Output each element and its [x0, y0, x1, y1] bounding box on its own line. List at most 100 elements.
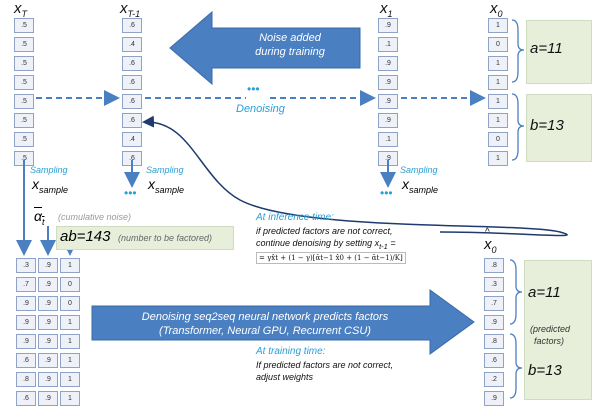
cell-x0-5: 1	[488, 113, 508, 128]
cell-pred-4: .8	[484, 334, 504, 349]
cell-left_a-6: .8	[16, 372, 36, 387]
cell-pred-6: .2	[484, 372, 504, 387]
cell-pred-5: .6	[484, 353, 504, 368]
diagram-overlay	[16, 10, 568, 399]
cell-left_c-1: 0	[60, 277, 80, 292]
cell-left_a-1: .7	[16, 277, 36, 292]
cell-x0-7: 1	[488, 151, 508, 166]
training-line2: adjust weights	[256, 372, 314, 382]
label-pred-a: a=11	[528, 284, 561, 301]
xsample-xT: xsample	[32, 176, 69, 195]
cell-xT1-0: .6	[122, 18, 142, 33]
dots-xT1: •••	[124, 186, 137, 200]
cell-x0-4: 1	[488, 94, 508, 109]
cell-pred-1: .3	[484, 277, 504, 292]
cell-left_b-2: .9	[38, 296, 58, 311]
brace-b	[511, 93, 525, 161]
label-a: a=11	[530, 40, 563, 57]
dots-mid: •••	[247, 82, 260, 96]
column-x1: .9.1.9.9.9.9.1.9	[378, 18, 398, 170]
header-x1: x1	[380, 0, 393, 19]
cell-x1-0: .9	[378, 18, 398, 33]
cell-left_c-4: 1	[60, 334, 80, 349]
predicted-label-box	[524, 260, 592, 400]
cell-x0-2: 1	[488, 56, 508, 71]
cell-xT1-6: .4	[122, 132, 142, 147]
label-predicted: (predicted	[530, 324, 571, 334]
column-predicted: .8.3.7.9.8.6.2.9	[484, 258, 504, 410]
column-x0: 1 0 1 1 1 1 0 1	[488, 18, 508, 170]
label-b: b=13	[530, 117, 564, 134]
cell-left_a-5: .6	[16, 353, 36, 368]
header-x0: x0	[490, 0, 503, 19]
cell-left_c-6: 1	[60, 372, 80, 387]
training-line1: If predicted factors are not correct,	[256, 360, 394, 370]
cell-x0-0: 1	[488, 18, 508, 33]
cell-xT1-1: .4	[122, 37, 142, 52]
cell-left_b-6: .9	[38, 372, 58, 387]
cell-left_b-5: .9	[38, 353, 58, 368]
inference-title: At inference time:	[256, 212, 334, 223]
inference-formula: = γx̂t + (1 − γ)[ᾱt−1 x̂0 + (1 − ᾱt−1)/K…	[256, 252, 406, 264]
cell-xT1-2: .6	[122, 56, 142, 71]
cell-left_c-3: 1	[60, 315, 80, 330]
label-pred-b: b=13	[528, 362, 562, 379]
cell-xT1-4: .6	[122, 94, 142, 109]
xsample-xT1: xsample	[148, 176, 185, 195]
brace-a	[511, 19, 525, 83]
cell-x0-1: 0	[488, 37, 508, 52]
cell-x1-1: .1	[378, 37, 398, 52]
cell-left_b-3: .9	[38, 315, 58, 330]
network-arrow-text: Denoising seq2seq neural network predict…	[141, 311, 389, 337]
label-factors: factors)	[534, 336, 565, 346]
denoising-label: Denoising	[236, 103, 285, 115]
cell-left_a-3: .9	[16, 315, 36, 330]
cell-pred-3: .9	[484, 315, 504, 330]
column-xT: .5.5.5.5.5.5.5.5	[14, 18, 34, 170]
a-label-box	[526, 20, 592, 84]
inference-line1: if predicted factors are not correct,	[256, 226, 393, 236]
sampling-label-x1: Sampling	[400, 165, 438, 175]
cell-left_c-5: 1	[60, 353, 80, 368]
cell-x1-6: .1	[378, 132, 398, 147]
cell-xT-0: .5	[14, 18, 34, 33]
cell-x1-2: .9	[378, 56, 398, 71]
header-xT-1: xT-1	[120, 0, 141, 19]
cell-xT-4: .5	[14, 94, 34, 109]
b-label-box	[526, 94, 592, 162]
cell-xT1-5: .6	[122, 113, 142, 128]
noise-arrow	[169, 10, 361, 86]
sampling-label-xT: Sampling	[30, 165, 68, 175]
alpha-symbol: αt	[34, 208, 45, 227]
column-xT-1: .6 .4 .6 .6 .6 .6 .4 .6	[122, 18, 142, 170]
cell-left_a-2: .9	[16, 296, 36, 311]
cell-left_b-0: .9	[38, 258, 58, 273]
sampling-label-xT1: Sampling	[146, 165, 184, 175]
cell-left_a-0: .3	[16, 258, 36, 273]
header-x0-hat: x^0	[484, 227, 497, 255]
brace-pred-b	[509, 333, 523, 399]
cell-xT-6: .5	[14, 132, 34, 147]
cell-pred-0: .8	[484, 258, 504, 273]
cell-left_c-2: 0	[60, 296, 80, 311]
cell-left_b-1: .9	[38, 277, 58, 292]
dots-x1: •••	[380, 186, 393, 200]
ab-box	[56, 226, 234, 250]
cell-x1-5: .9	[378, 113, 398, 128]
cell-xT-2: .5	[14, 56, 34, 71]
cell-left_b-4: .9	[38, 334, 58, 349]
cell-x1-3: .9	[378, 75, 398, 90]
brace-pred-a	[509, 259, 523, 325]
xsample-x1: xsample	[402, 176, 439, 195]
denoising-network-arrow	[91, 289, 475, 355]
column-output-b: .9.9.9.9.9.9.9.9	[38, 258, 58, 410]
cell-x0-3: 1	[488, 75, 508, 90]
cell-xT1-7: .6	[122, 151, 142, 166]
inference-line2: continue denoising by setting xt-1 =	[256, 238, 396, 251]
training-title: At training time:	[256, 346, 326, 357]
cell-pred-2: .7	[484, 296, 504, 311]
header-xT: xT	[14, 0, 27, 19]
cell-xT1-3: .6	[122, 75, 142, 90]
cell-x0-6: 0	[488, 132, 508, 147]
